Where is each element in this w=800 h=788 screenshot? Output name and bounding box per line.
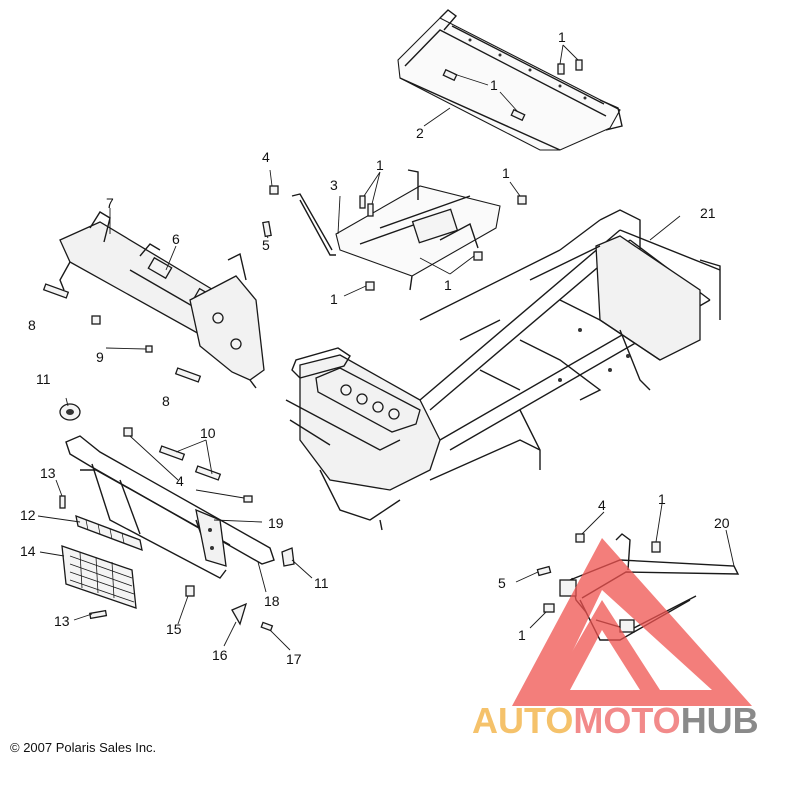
grille-part-14	[61, 545, 137, 609]
watermark-logo: AUTOMOTOHUB	[472, 700, 759, 742]
callout-1: 1	[490, 77, 498, 93]
callout-17: 17	[286, 651, 302, 667]
callout-1: 1	[502, 165, 510, 181]
callout-2: 2	[416, 125, 424, 141]
callout-15: 15	[166, 621, 182, 637]
callout-5: 5	[262, 237, 270, 253]
watermark-triangle	[512, 538, 752, 706]
callout-21: 21	[700, 205, 716, 221]
callout-14: 14	[20, 543, 36, 559]
callout-10: 10	[200, 425, 216, 441]
leader-lines	[37, 44, 735, 651]
callout-1: 1	[376, 157, 384, 173]
fasteners	[42, 59, 661, 632]
callout-19: 19	[268, 515, 284, 531]
callout-8: 8	[28, 317, 36, 333]
callout-7: 7	[106, 195, 114, 211]
callout-12: 12	[20, 507, 36, 523]
callout-6: 6	[172, 231, 180, 247]
watermark-moto: MOTO	[573, 700, 681, 741]
callout-4: 4	[598, 497, 606, 513]
grille-strip-part-12	[75, 514, 143, 552]
callout-20: 20	[714, 515, 730, 531]
front-bumper-part-18	[65, 435, 275, 579]
callout-1: 1	[444, 277, 452, 293]
callout-4: 4	[262, 149, 270, 165]
callout-8: 8	[162, 393, 170, 409]
callouts: 1 1 2 4 1 3 1 21 7 6 5 1 1 8 9 11 8 10 4…	[20, 29, 730, 667]
callout-1: 1	[558, 29, 566, 45]
front-bracket-part-6	[189, 252, 265, 389]
cargo-tray-part-2	[397, 9, 623, 151]
watermark-hub: HUB	[680, 700, 759, 741]
callout-18: 18	[264, 593, 280, 609]
main-frame-part-21	[285, 209, 721, 531]
watermark-auto: AUTO	[472, 700, 574, 741]
callout-11: 11	[36, 371, 51, 387]
callout-4: 4	[176, 473, 184, 489]
callout-16: 16	[212, 647, 228, 663]
copyright-notice: © 2007 Polaris Sales Inc.	[10, 740, 157, 755]
callout-3: 3	[330, 177, 338, 193]
callout-5: 5	[498, 575, 506, 591]
callout-1: 1	[330, 291, 338, 307]
callout-1: 1	[658, 491, 666, 507]
callout-9: 9	[96, 349, 104, 365]
seat-frame-part-3	[291, 169, 501, 291]
callout-13: 13	[40, 465, 56, 481]
callout-1: 1	[518, 627, 526, 643]
callout-13: 13	[54, 613, 70, 629]
callout-11: 11	[314, 575, 329, 591]
